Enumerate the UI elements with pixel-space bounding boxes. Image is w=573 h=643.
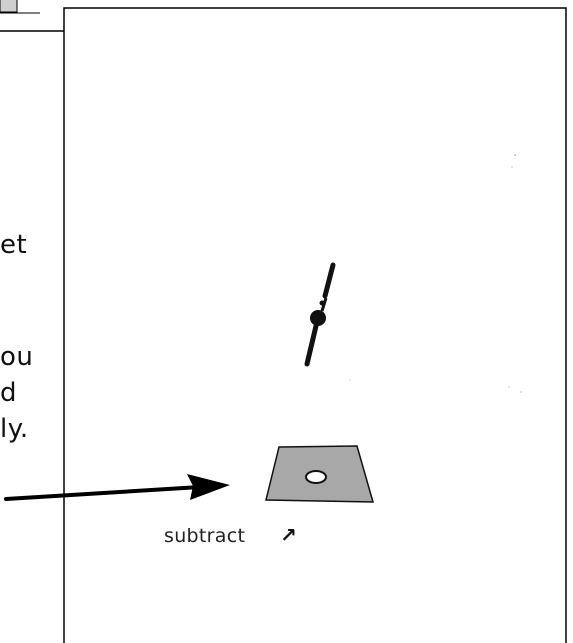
pointer-arrow-icon [6, 474, 230, 500]
subtract-arrow-icon: ↗ [280, 523, 297, 547]
subtract-label: subtract [164, 525, 245, 547]
propeller-icon [307, 265, 333, 364]
left-text-line-1: et [0, 232, 27, 258]
left-text-line-2: ou [0, 344, 33, 370]
left-text-line-4: ly. [0, 416, 29, 442]
top-left-box-fragment [0, 0, 17, 12]
scan-specks [349, 154, 521, 393]
flat-plate-with-hole-icon [266, 446, 373, 502]
left-text-line-3: d [0, 380, 17, 406]
